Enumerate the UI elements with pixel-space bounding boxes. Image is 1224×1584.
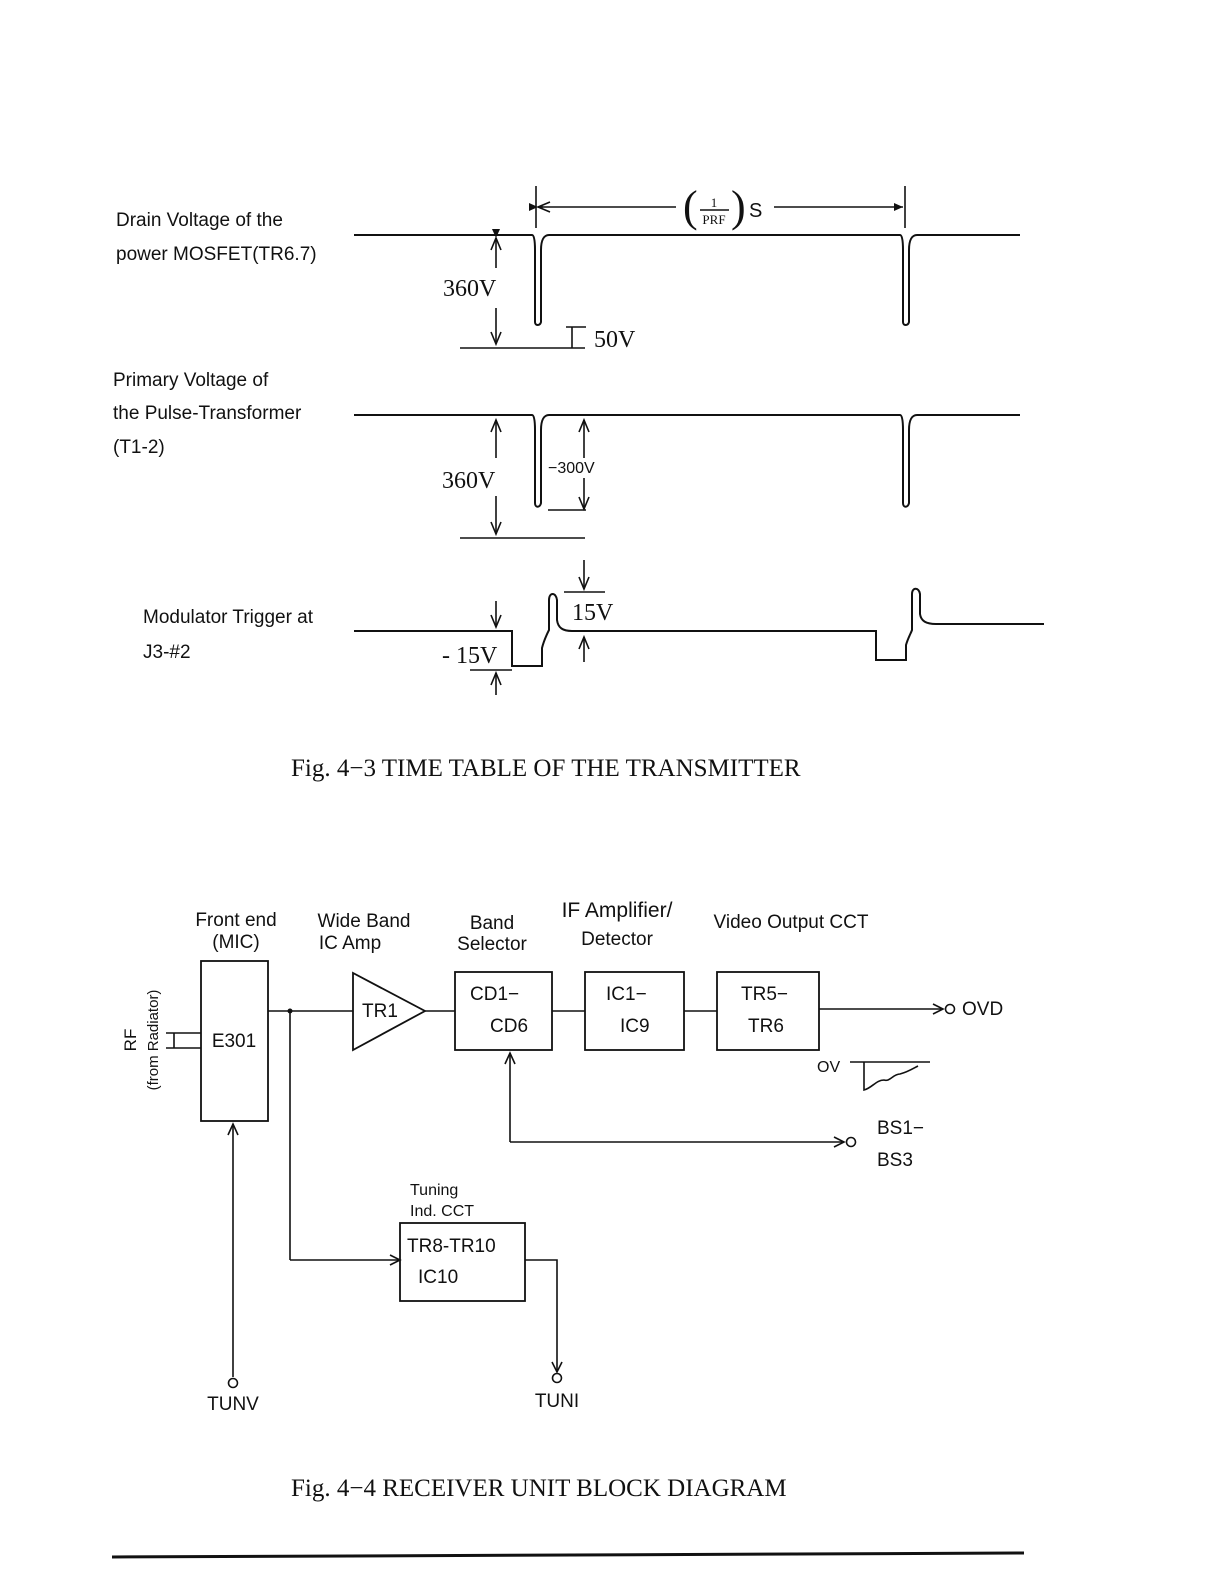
front-end-header-line2: (MIC)	[212, 932, 259, 953]
if-part-line1: IC1−	[606, 984, 647, 1005]
primary-amplitude: 360V	[442, 468, 496, 494]
front-end-block: Front end (MIC) E301	[195, 910, 277, 1122]
tuning-part-line2: IC10	[418, 1267, 458, 1288]
if-header-line2: Detector	[581, 929, 653, 950]
fig44-caption: Fig. 4−4 RECEIVER UNIT BLOCK DIAGRAM	[291, 1475, 787, 1502]
band-part-line2: CD6	[490, 1016, 528, 1037]
period-indicator: ( 1 PRF ) S	[529, 182, 906, 231]
primary-voltage-trace: Primary Voltage of the Pulse-Transformer…	[113, 370, 1020, 539]
rf-input-connector	[166, 1032, 201, 1049]
receiver-block-diagram: RF (from Radiator) Front end (MIC) E301 …	[121, 899, 1003, 1502]
modulator-trigger-trace: Modulator Trigger at J3-#2 - 15V 15V	[143, 560, 1044, 695]
drain-floor: 50V	[594, 327, 636, 353]
trigger-label-line2: J3-#2	[143, 642, 191, 663]
video-part-line2: TR6	[748, 1016, 784, 1037]
signal-wires	[227, 1003, 956, 1389]
if-part-line2: IC9	[620, 1016, 650, 1037]
page-rule	[111, 1551, 1025, 1559]
front-end-header-line1: Front end	[195, 910, 276, 931]
primary-label-line1: Primary Voltage of	[113, 370, 269, 391]
tuni-terminal-label: TUNI	[535, 1391, 579, 1412]
period-unit: S	[749, 200, 762, 222]
period-denominator: PRF	[702, 212, 725, 227]
trigger-negative: - 15V	[442, 643, 498, 669]
video-waveform-icon	[850, 1061, 930, 1092]
rf-input-sublabel: (from Radiator)	[145, 990, 162, 1091]
timing-diagram: ( 1 PRF ) S Drain Voltage of the power M…	[113, 182, 1044, 782]
if-header-line1: IF Amplifier/	[562, 899, 673, 922]
tuning-part-line1: TR8-TR10	[407, 1236, 496, 1257]
tunv-terminal-label: TUNV	[207, 1394, 259, 1415]
if-amplifier-block: IF Amplifier/ Detector IC1− IC9	[562, 899, 685, 1051]
band-part-line1: CD1−	[470, 984, 519, 1005]
amp-header-line2: IC Amp	[319, 933, 381, 954]
band-header-line1: Band	[470, 913, 514, 934]
period-close-paren: )	[731, 182, 746, 231]
primary-label-line2: the Pulse-Transformer	[113, 403, 302, 424]
wide-band-amp-block: Wide Band IC Amp TR1	[318, 911, 427, 1052]
drain-amplitude: 360V	[443, 276, 497, 302]
ovd-terminal-label: OVD	[962, 999, 1003, 1020]
rf-input-label: RF	[121, 1029, 140, 1052]
band-header-line2: Selector	[457, 934, 527, 955]
bs-terminal-label-line1: BS1−	[877, 1118, 924, 1139]
primary-label-line3: (T1-2)	[113, 437, 165, 458]
drain-voltage-trace: Drain Voltage of the power MOSFET(TR6.7)…	[116, 210, 1020, 353]
front-end-part: E301	[212, 1031, 256, 1052]
tuning-header-line1: Tuning	[410, 1182, 458, 1199]
period-open-paren: (	[683, 182, 698, 231]
tuning-header-line2: Ind. CCT	[410, 1203, 474, 1220]
trigger-label-line1: Modulator Trigger at	[143, 607, 314, 628]
video-header: Video Output CCT	[714, 912, 869, 933]
ov-label: OV	[817, 1059, 840, 1076]
bs-terminal-label-line2: BS3	[877, 1150, 913, 1171]
tuning-ind-block: Tuning Ind. CCT TR8-TR10 IC10	[399, 1182, 526, 1302]
drain-label-line1: Drain Voltage of the	[116, 210, 283, 231]
video-output-block: Video Output CCT TR5− TR6	[714, 912, 869, 1051]
trigger-positive: 15V	[572, 600, 614, 626]
period-numerator: 1	[711, 195, 718, 210]
band-selector-block: Band Selector CD1− CD6	[454, 913, 553, 1051]
amp-header-line1: Wide Band	[318, 911, 411, 932]
amp-part: TR1	[362, 1001, 398, 1022]
primary-pulse-amplitude: −300V	[548, 460, 595, 477]
video-part-line1: TR5−	[741, 984, 788, 1005]
drain-label-line2: power MOSFET(TR6.7)	[116, 244, 317, 265]
fig43-caption: Fig. 4−3 TIME TABLE OF THE TRANSMITTER	[291, 755, 801, 782]
